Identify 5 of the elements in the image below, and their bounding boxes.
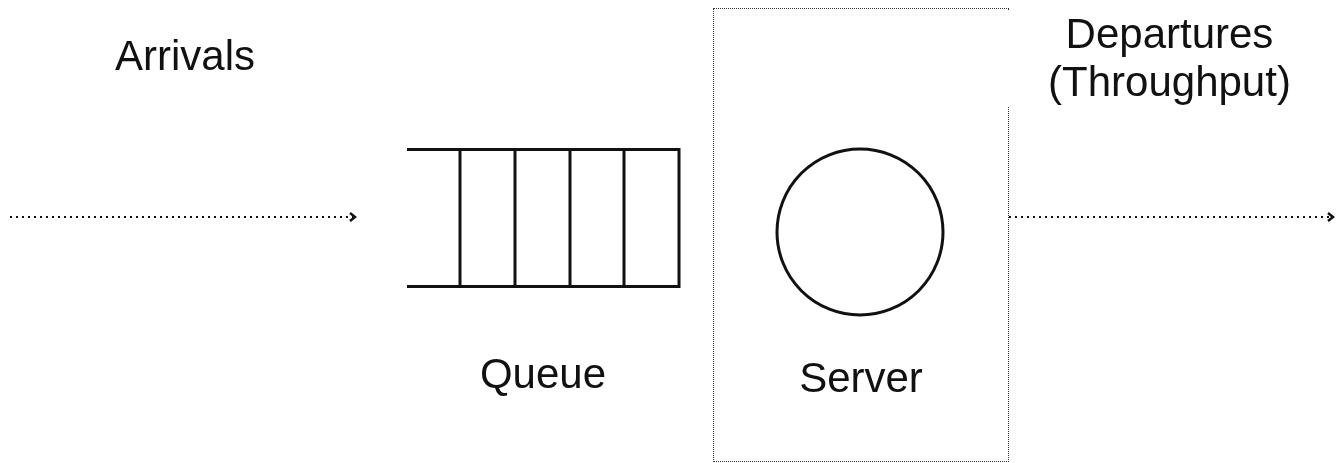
server-circle xyxy=(775,147,945,317)
dotted-arrow xyxy=(9,211,357,223)
queue-label: Queue xyxy=(478,350,608,398)
server-label: Server xyxy=(798,354,924,402)
dotted-arrow xyxy=(1008,211,1335,223)
